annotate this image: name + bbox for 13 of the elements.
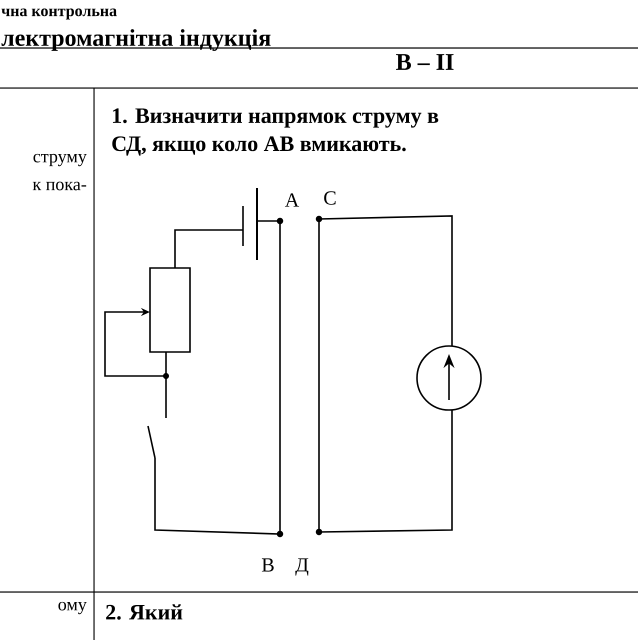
question-text: 2. Який	[106, 604, 182, 620]
header-text: чна контрольна	[1, 8, 117, 20]
variant-heading: В – II	[396, 54, 454, 70]
terminal-label: В	[262, 558, 274, 572]
question-text: СД, якщо коло АВ вмикають.	[112, 136, 406, 156]
terminal-label: А	[284, 193, 300, 207]
table-cell-text: к пока-	[32, 182, 86, 190]
terminal-label: С	[324, 191, 336, 205]
table-cell-text: струму	[34, 154, 87, 166]
table-cell-text: ому	[58, 602, 87, 614]
terminal-label: Д	[295, 558, 308, 576]
section-title: лектромагнітна індукція	[2, 29, 271, 51]
question-text: 1. Визначити напрямок струму в	[112, 108, 438, 128]
